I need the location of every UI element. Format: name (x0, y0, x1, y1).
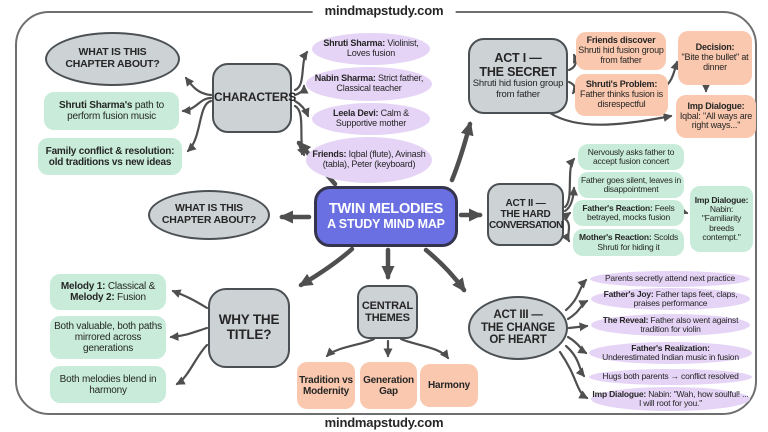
node-act3-item-reveal: The Reveal: Father also went against tra… (591, 314, 750, 336)
node-act3-item-parents-attend: Parents secretly attend next practice (590, 271, 750, 287)
node-why-item-melody: Melody 1: Classical & Melody 2: Fusion (50, 274, 166, 310)
node-why-item-both-valuable: Both valuable, both paths mirrored acros… (50, 316, 166, 359)
node-act3: ACT III — THE CHANGE OF HEART (468, 296, 568, 360)
node-act1-decision: Decision:"Bite the bullet" at dinner (678, 31, 752, 85)
node-about1-item-conflict: Family conflict & resolution: old tradit… (38, 138, 182, 175)
node-center-title: TWIN MELODIES A STUDY MIND MAP (314, 186, 458, 247)
node-theme-generation-gap: Generation Gap (360, 362, 417, 409)
node-characters: CHARACTERS (212, 63, 296, 133)
node-why-title: WHY THE TITLE? (208, 288, 290, 368)
node-theme-tradition: Tradition vs Modernity (297, 362, 355, 409)
node-why-item-blend: Both melodies blend in harmony (50, 366, 166, 403)
node-act2-item-father-reaction: Father's Reaction: Feels betrayed, mocks… (573, 200, 684, 226)
node-act3-imp-dialogue: Imp Dialogue: Nabin: "Wah, how soulful! … (591, 387, 750, 411)
node-about1-item-path: Shruti Sharma's path to perform fusion m… (44, 92, 179, 130)
node-act2-item-silent: Father goes silent, leaves in disappoint… (578, 172, 684, 198)
node-act2: ACT II — THE HARD CONVERSATION (487, 183, 564, 246)
node-character-friends: Friends: Iqbal (flute), Avinash (tabla),… (306, 137, 432, 183)
site-header: mindmapstudy.com (312, 3, 456, 18)
node-act3-item-fathers-joy: Father's Joy: Father taps feet, claps, p… (591, 288, 750, 310)
node-character-leela: Leela Devi: Calm & Supportive mother (312, 103, 430, 135)
site-footer: mindmapstudy.com (324, 415, 444, 430)
node-act2-item-mother-reaction: Mother's Reaction: Scolds Shruti for hid… (573, 229, 684, 256)
node-act1-problem: Shruti's Problem:Father thinks fusion is… (575, 74, 668, 116)
node-theme-harmony: Harmony (420, 364, 478, 407)
node-act2-item-nervously: Nervously asks father to accept fusion c… (578, 144, 684, 170)
node-character-shruti: Shruti Sharma: Violinist, Loves fusion (312, 33, 430, 65)
node-character-nabin: Nabin Sharma: Strict father, Classical t… (306, 67, 432, 101)
node-act3-item-hugs: Hugs both parents → conflict resolved (589, 369, 752, 385)
node-act3-item-realization: Father's Realization:Underestimated Indi… (589, 342, 752, 364)
node-central-themes: CENTRAL THEMES (357, 285, 418, 339)
node-act1-imp-dialogue: Imp Dialogue:Iqbal: "All ways are right … (676, 95, 756, 138)
node-act1: ACT I — THE SECRET Shruti hid fusion gro… (468, 38, 568, 114)
node-act2-imp-dialogue: Imp Dialogue:Nabin: "Familiarity breeds … (690, 186, 753, 252)
